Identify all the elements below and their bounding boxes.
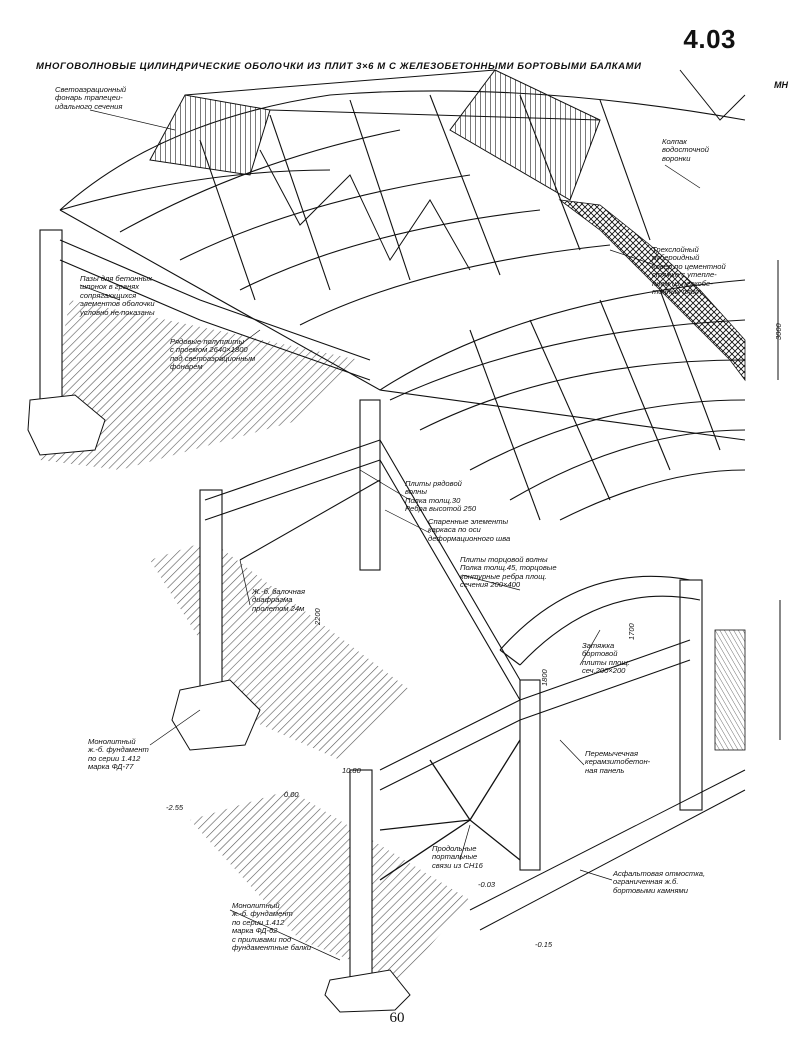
portal-bracing bbox=[379, 739, 521, 881]
callout-end-wave-plates: Плиты торцовой волны Полка толщ.45, торц… bbox=[460, 555, 557, 590]
callout-foundation-fd77: Монолитный ж.-б. фундамент по серии 1.41… bbox=[88, 737, 149, 772]
footings bbox=[27, 394, 411, 1013]
leader-lines bbox=[79, 109, 701, 961]
callout-row-half-plates: Рядовые полуплиты с проемом 2640×1800 по… bbox=[170, 337, 256, 372]
elevation-minus-0-03: -0.03 bbox=[478, 880, 496, 889]
roofing-edge bbox=[558, 199, 746, 382]
asphalt-strip bbox=[469, 769, 746, 931]
elevation-10-80: 10.80 bbox=[342, 766, 361, 775]
dimension-3000: 3000 bbox=[774, 323, 783, 340]
dimension-1700: 1700 bbox=[627, 623, 636, 640]
end-wave-shell bbox=[499, 575, 701, 666]
callout-edge-tie: Затяжка бортовой плиты площ. сеч.200×200 bbox=[582, 641, 630, 676]
elevation-minus-2-55: -2.55 bbox=[166, 803, 184, 812]
sheet-number: 4.03 bbox=[683, 24, 736, 54]
diaphragm-beams bbox=[59, 239, 691, 791]
adjacent-sheet-edge bbox=[679, 69, 781, 740]
callout-foundation-fd62: Монолитный ж.-б. фундамент по серии 1.41… bbox=[232, 901, 312, 953]
elevation-0-00: 0.00 bbox=[284, 790, 299, 799]
ground-hatching bbox=[40, 300, 470, 980]
callout-skylight: Светоаэрационный фонарь трапецеи- идальн… bbox=[55, 85, 127, 111]
dimension-1800: 1800 bbox=[540, 669, 549, 686]
sheet-title: МНОГОВОЛНОВЫЕ ЦИЛИНДРИЧЕСКИЕ ОБОЛОЧКИ ИЗ… bbox=[36, 61, 642, 72]
callout-grooves: Пазы для бетонных шпонок в гранях сопряг… bbox=[80, 274, 155, 317]
callout-portal-bracing: Продольные портальные связи из СН16 bbox=[432, 844, 483, 870]
callout-roofing: Трехслойный рубероидный ковер по цементн… bbox=[652, 245, 726, 297]
wall-panel bbox=[714, 629, 746, 751]
page-number: 60 bbox=[389, 1010, 405, 1026]
elevation-minus-0-15: -0.15 bbox=[535, 940, 553, 949]
skylight-lantern bbox=[149, 69, 601, 271]
callout-asphalt: Асфальтовая отмостка, ограниченная ж.б. … bbox=[613, 869, 706, 895]
callout-funnel-cap: Колпак водосточной воронки bbox=[662, 137, 709, 163]
dimension-2200: 2200 bbox=[313, 608, 322, 625]
callout-lintel-panel: Перемычечная керамзитобетон- ная панель bbox=[585, 749, 651, 775]
adjacent-sheet-title-fragment: МН bbox=[774, 80, 788, 90]
callout-row-wave-plates: Плиты рядовой волны Полка толщ.30 Ребра … bbox=[405, 479, 477, 514]
callout-paired-elements: Спаренные элементы каркаса по оси деформ… bbox=[428, 517, 511, 543]
callout-diaphragm: Ж.-б. балочная диафрагма пролетом 24м bbox=[252, 587, 306, 613]
shell-roof bbox=[59, 90, 746, 521]
